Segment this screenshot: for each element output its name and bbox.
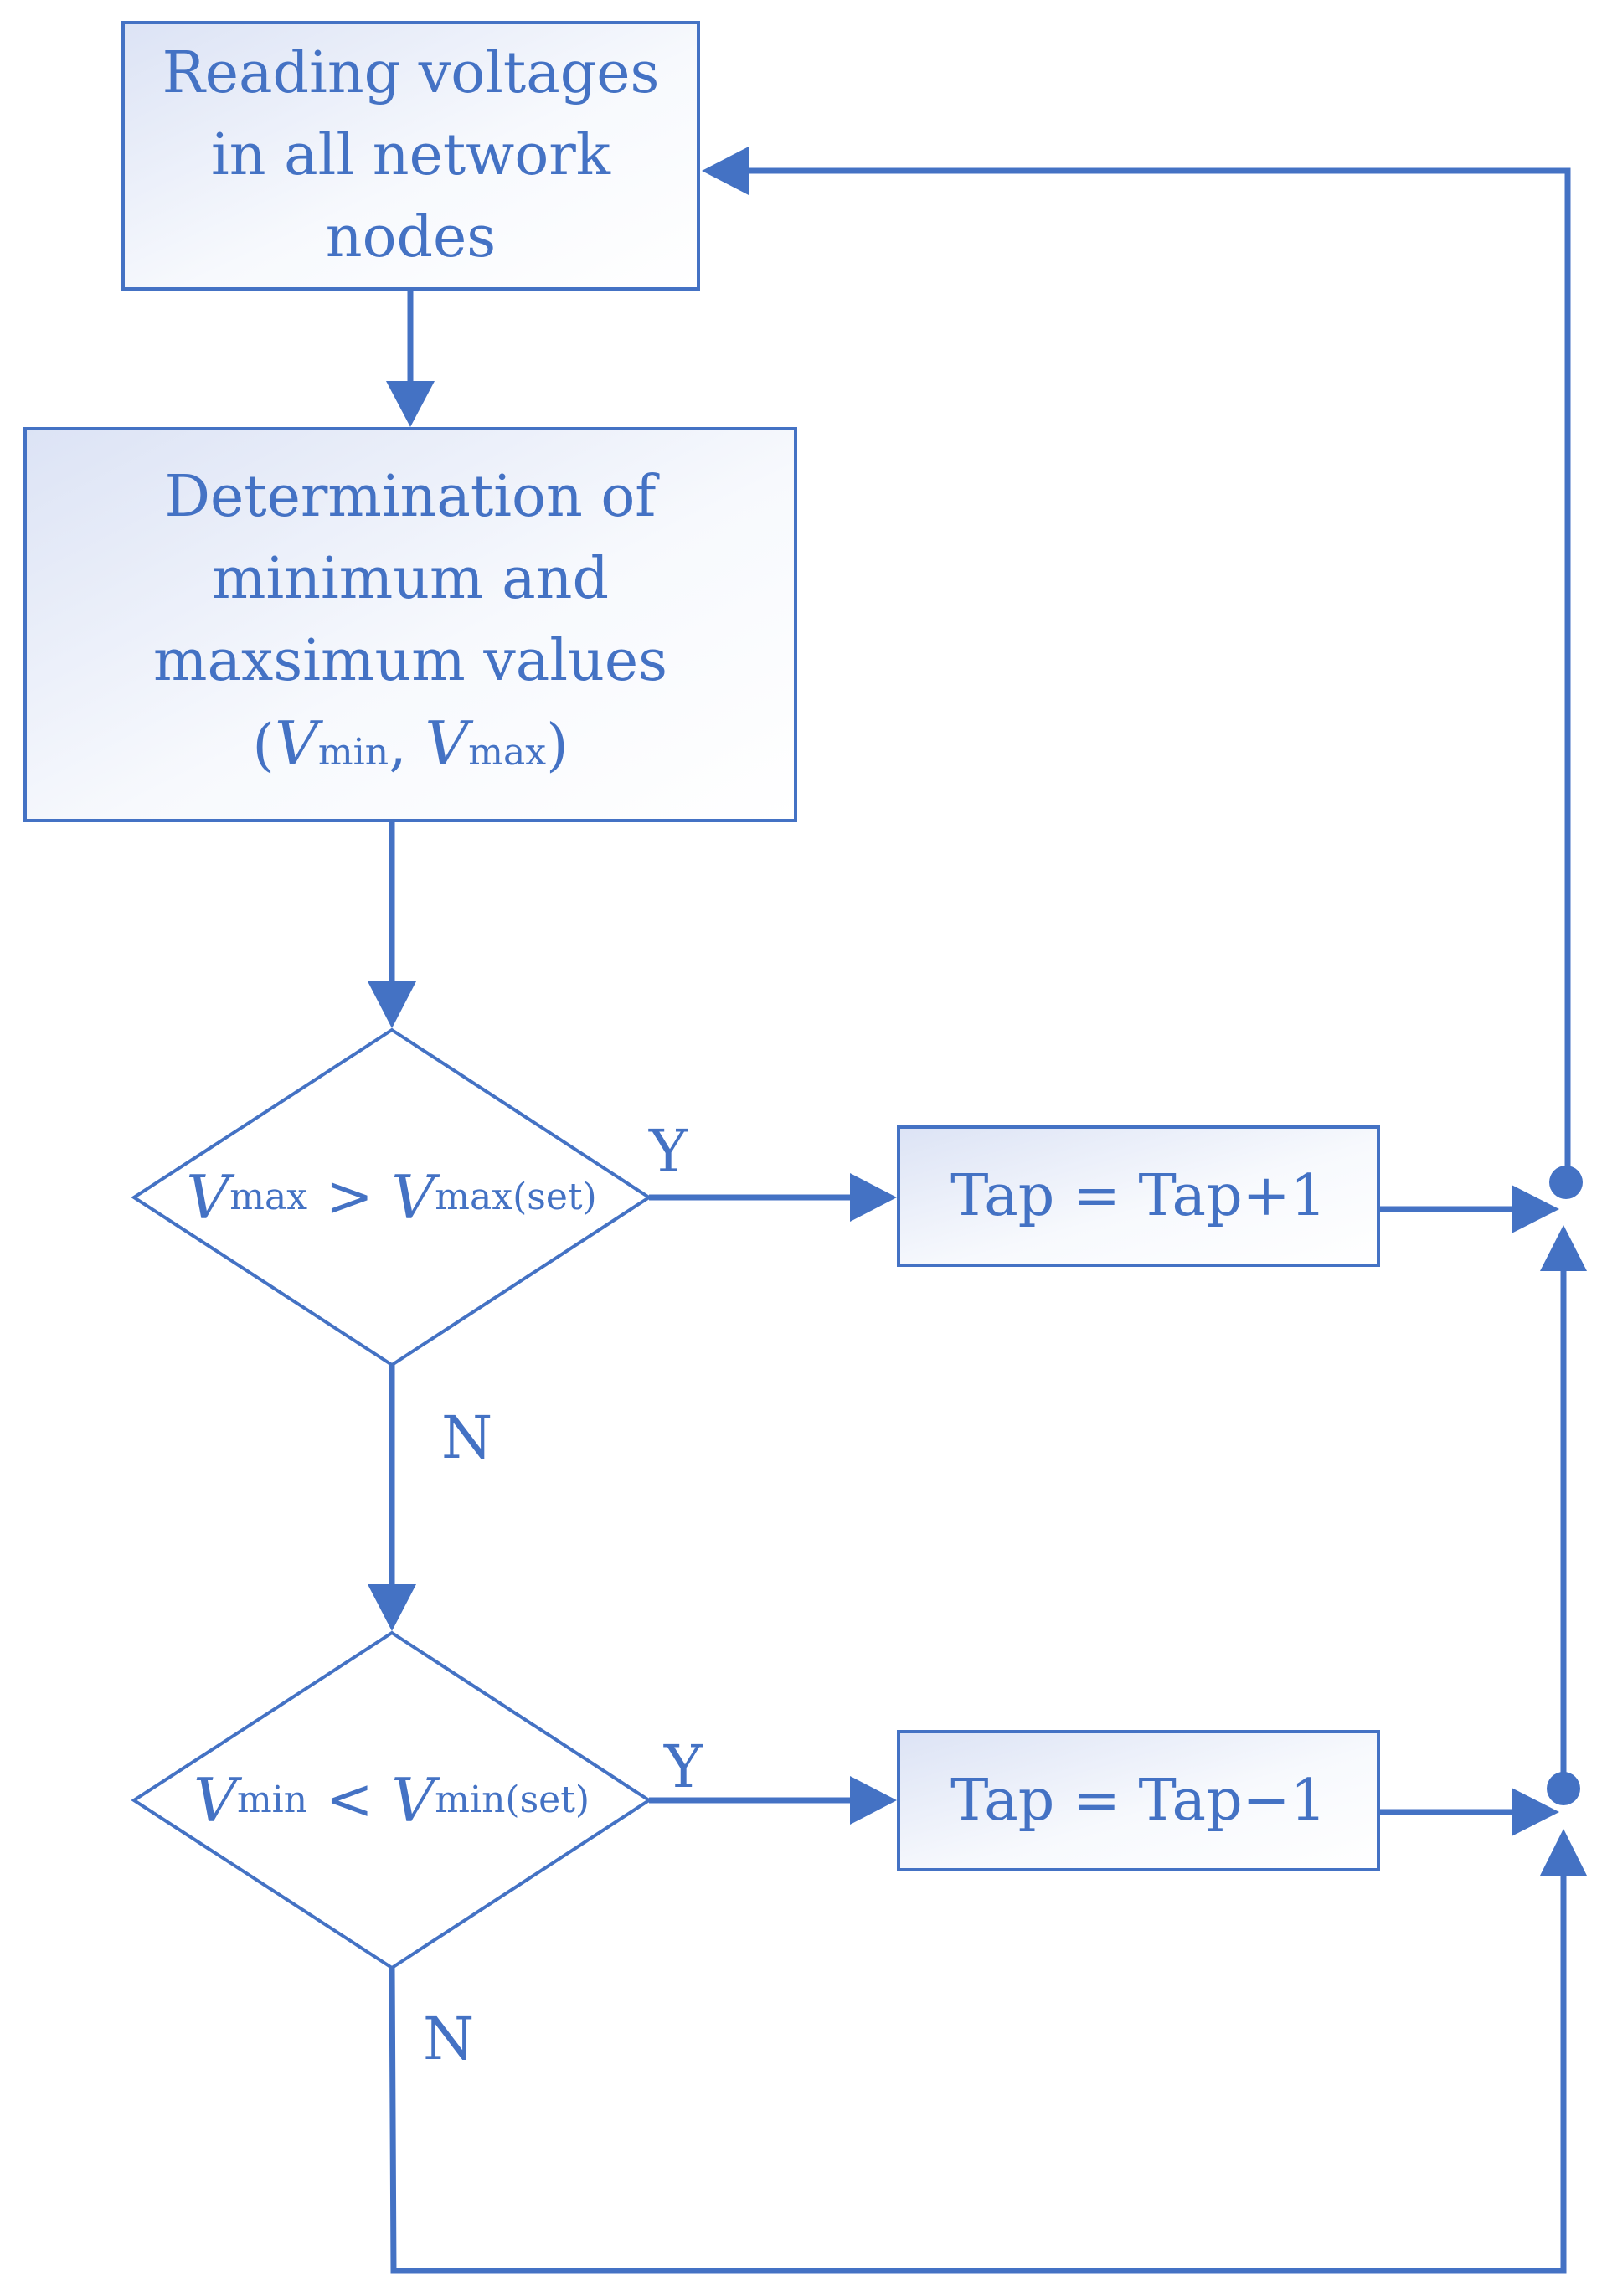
- determine-line-1: Determination of: [164, 463, 657, 530]
- arrowhead-vmax-yes-to-tap-plus: [850, 1173, 897, 1222]
- tap-minus-label: Tap = Tap−1: [950, 1767, 1326, 1834]
- arrowhead-vmin-yes-to-tap-minus: [850, 1776, 897, 1825]
- label-yes-vmax: Y: [649, 1117, 688, 1186]
- vmax-sub1: max: [229, 1176, 308, 1218]
- formula-separator: ,: [389, 712, 425, 779]
- junction-dot-lower: [1547, 1772, 1580, 1805]
- determine-line-3: maxsimum values: [152, 627, 668, 694]
- read-voltages-box: [121, 21, 700, 291]
- arrowhead-vmin-no-to-junction: [1540, 1829, 1587, 1876]
- vmin-operator: <: [307, 1767, 392, 1833]
- arrowhead-read-to-determine: [386, 381, 435, 427]
- formula-sub-max: max: [468, 730, 547, 774]
- vmax-v1: V: [186, 1162, 230, 1233]
- vmax-v2: V: [391, 1162, 435, 1233]
- tap-plus-box: [897, 1125, 1380, 1267]
- formula-v-min: V: [274, 708, 318, 779]
- label-no-vmax: N: [441, 1403, 493, 1472]
- formula-sub-min: min: [317, 730, 389, 774]
- formula-v-max: V: [425, 708, 469, 779]
- vmin-v2: V: [391, 1765, 435, 1835]
- tap-minus-box: [897, 1730, 1380, 1871]
- determine-formula: (Vmin, Vmax): [153, 703, 667, 794]
- determine-minmax-box: [23, 427, 797, 822]
- arrowhead-determine-to-vmax: [368, 981, 416, 1028]
- read-voltages-text: Reading voltages in all network nodes: [123, 23, 698, 289]
- arrowhead-tap-plus-to-junction: [1512, 1185, 1559, 1233]
- label-yes-vmin: Y: [664, 1732, 703, 1801]
- loop-vmin-no-to-junction: [389, 1871, 1567, 2274]
- label-no-vmin: N: [423, 2005, 475, 2073]
- read-line-3: nodes: [325, 204, 497, 270]
- tap-plus-text: Tap = Tap+1: [899, 1127, 1378, 1265]
- read-line-2: in all network: [210, 122, 611, 188]
- tap-minus-text: Tap = Tap−1: [899, 1732, 1378, 1870]
- arrowhead-tap-minus-to-junction: [1512, 1788, 1559, 1836]
- formula-close-paren: ): [546, 712, 569, 779]
- vmin-v1: V: [193, 1765, 237, 1835]
- arrowhead-loop-to-read: [702, 147, 749, 195]
- determine-line-2: minimum and: [211, 545, 609, 612]
- loop-junction-to-read: [745, 167, 1571, 1176]
- arrowhead-lower-to-upper-junction: [1540, 1225, 1587, 1271]
- read-line-1: Reading voltages: [162, 40, 660, 106]
- vmax-operator: >: [307, 1164, 392, 1230]
- junction-dot-upper: [1549, 1166, 1583, 1199]
- vmin-sub2: min(set): [435, 1779, 590, 1821]
- vmin-sub1: min: [236, 1779, 308, 1821]
- arrowhead-vmax-no-to-vmin: [368, 1584, 416, 1631]
- determine-minmax-text: Determination of minimum and maxsimum va…: [25, 429, 796, 821]
- vmax-sub2: max(set): [435, 1176, 597, 1218]
- tap-plus-label: Tap = Tap+1: [950, 1162, 1326, 1229]
- formula-open-paren: (: [252, 712, 275, 779]
